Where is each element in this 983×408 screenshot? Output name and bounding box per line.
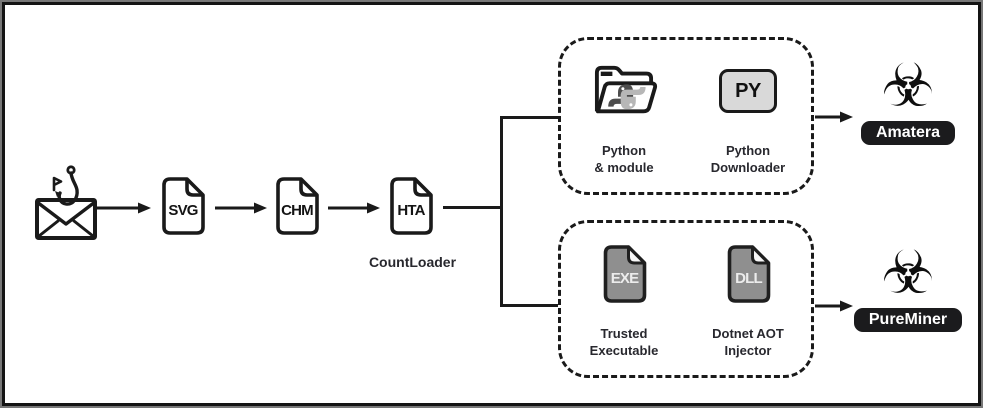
py-file-icon: PY <box>719 69 777 113</box>
python-downloader-item: PY Python Downloader <box>694 60 802 192</box>
arrow-svg-to-chm <box>215 202 267 214</box>
dll-file-icon: DLL <box>727 245 770 303</box>
python-module-label: Python & module <box>594 143 654 176</box>
dotnet-aot-injector-label: Dotnet AOT Injector <box>712 326 784 359</box>
chm-file-label: CHM <box>281 202 313 219</box>
chm-file-icon: CHM <box>276 177 319 235</box>
trusted-executable-label: Trusted Executable <box>589 326 659 359</box>
svg-file-label: SVG <box>168 202 197 219</box>
svg-file-icon: SVG <box>162 177 205 235</box>
biohazard-icon: ☣ <box>881 51 935 121</box>
python-downloader-label: Python Downloader <box>710 143 786 176</box>
connector-hta-stem <box>443 206 503 209</box>
python-folder-icon <box>594 65 658 114</box>
exe-file-icon: EXE <box>603 245 646 303</box>
hta-file-icon: HTA <box>390 177 433 235</box>
arrow-chm-to-hta <box>328 202 380 214</box>
trusted-executable-item: EXE Trusted Executable <box>570 243 678 375</box>
countloader-label: CountLoader <box>368 254 457 270</box>
python-module-item: Python & module <box>570 60 678 192</box>
hta-file-label: HTA <box>397 202 425 219</box>
amatera-badge: Amatera <box>860 121 956 145</box>
payload-group-python: Python & module PY Python Downloader <box>558 37 814 195</box>
connector-vertical <box>500 116 503 307</box>
phishing-email-icon <box>35 165 97 240</box>
exe-file-label: EXE <box>610 270 638 287</box>
arrow-dotnet-to-pureminer <box>815 300 853 312</box>
payload-group-dotnet: EXE Trusted Executable DLL Dotnet AOT In… <box>558 220 814 378</box>
biohazard-icon: ☣ <box>881 238 935 308</box>
outcome-amatera: ☣ Amatera <box>848 55 968 145</box>
dotnet-aot-injector-item: DLL Dotnet AOT Injector <box>694 243 802 375</box>
arrow-python-to-amatera <box>815 111 853 123</box>
outcome-pureminer: ☣ PureMiner <box>848 242 968 332</box>
connector-bottom-branch <box>500 304 560 307</box>
pureminer-badge: PureMiner <box>853 308 963 332</box>
python-logo <box>608 84 646 110</box>
connector-top-branch <box>500 116 560 119</box>
arrow-email-to-svg <box>95 202 151 214</box>
dll-file-label: DLL <box>735 270 762 287</box>
